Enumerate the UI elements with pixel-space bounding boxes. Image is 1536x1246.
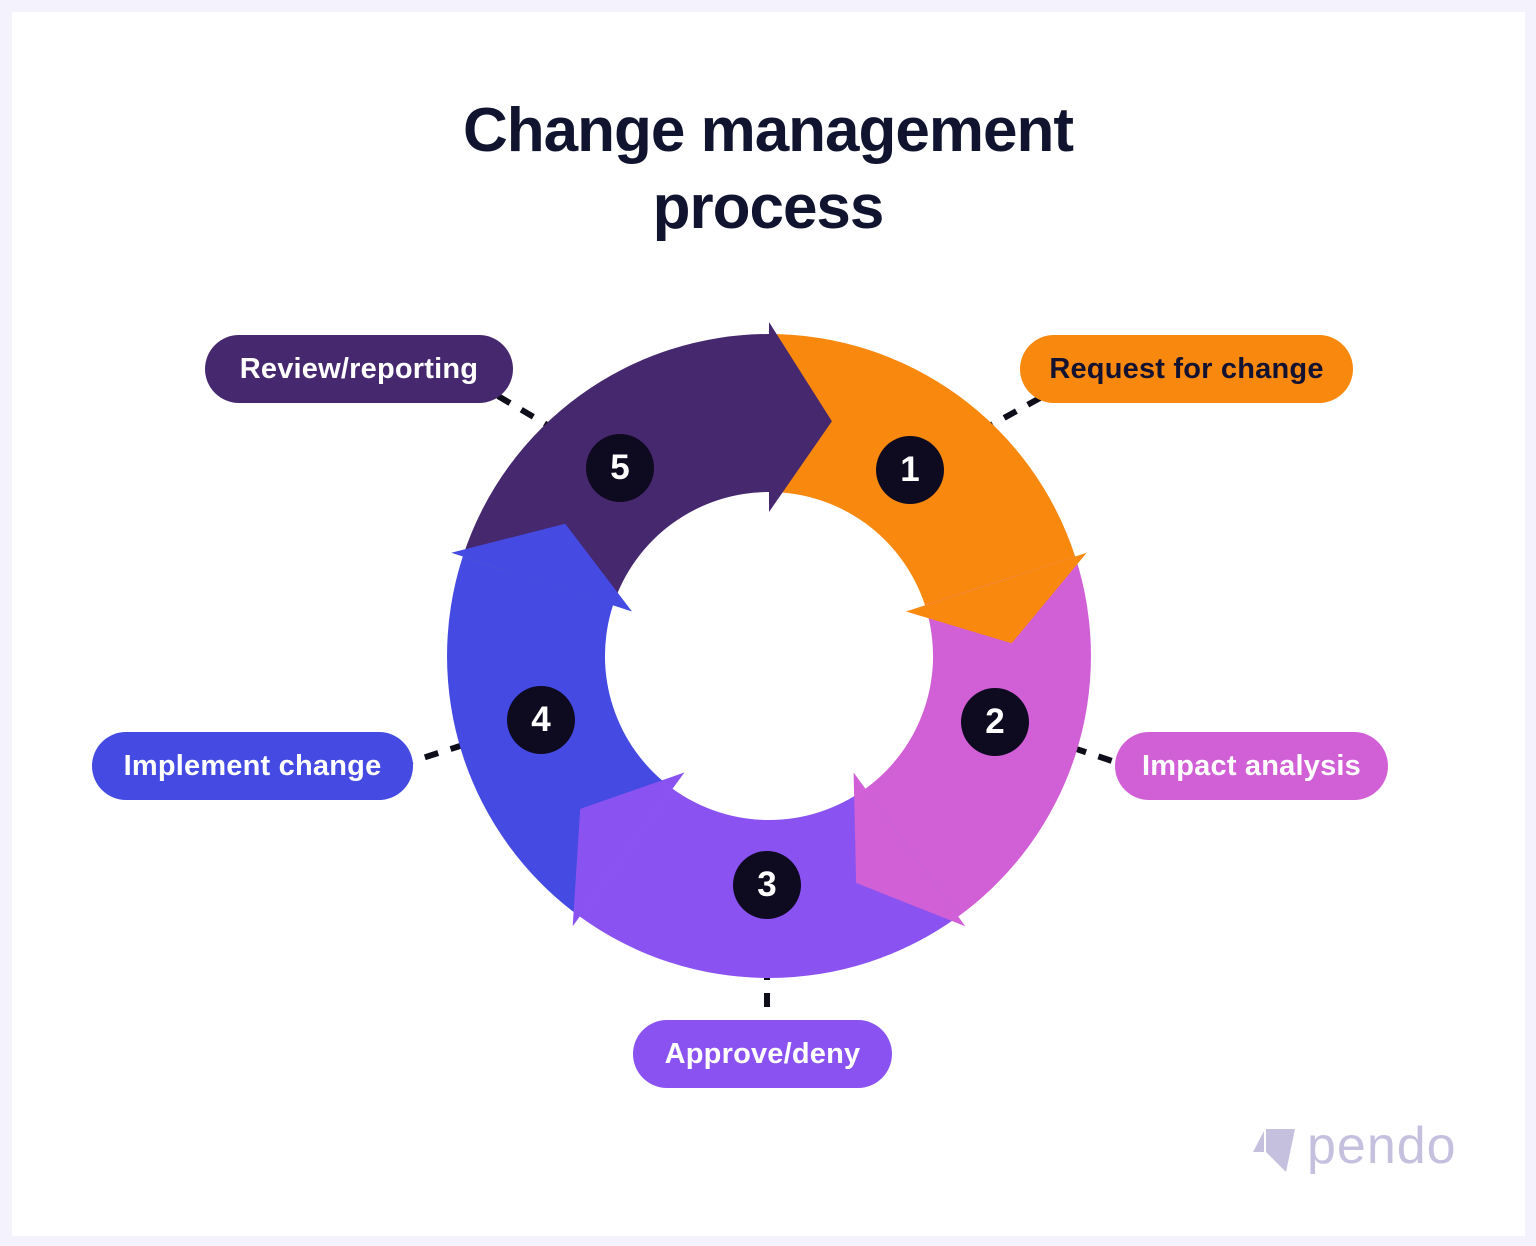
step-3-label-pill: Approve/deny [633, 1020, 892, 1088]
step-5-number-badge: 5 [586, 434, 654, 502]
step-1-number: 1 [900, 450, 920, 489]
step-1-label: Request for change [1049, 352, 1324, 385]
step-2-label: Impact analysis [1142, 749, 1361, 782]
step-1-number-badge: 1 [876, 436, 944, 504]
step-2-connector-line [995, 719, 1128, 769]
pendo-logo: pendo [1250, 1120, 1457, 1180]
step-4-number-badge: 4 [507, 686, 575, 754]
step-1-arrowhead [906, 552, 1087, 644]
step-4-label: Implement change [123, 749, 382, 782]
page-title: Change management process [0, 92, 1536, 246]
step-4-number: 4 [531, 700, 551, 739]
step-3-number: 3 [757, 865, 777, 904]
step-3-arrowhead [572, 772, 685, 927]
step-2-number: 2 [985, 702, 1005, 741]
step-5-arrowhead [769, 322, 832, 512]
step-3-label: Approve/deny [664, 1037, 861, 1070]
step-4-connector-line [403, 717, 542, 767]
step-5-label: Review/reporting [239, 352, 479, 385]
page-title-line2: process [652, 173, 885, 242]
step-2-number-badge: 2 [961, 688, 1029, 756]
pendo-flag-icon [1253, 1129, 1295, 1172]
step-3-number-badge: 3 [733, 851, 801, 919]
page-title-line1: Change management [462, 96, 1074, 165]
step-1-label-pill: Request for change [1020, 335, 1353, 403]
step-4-arrowhead [451, 523, 632, 612]
step-2-label-pill: Impact analysis [1115, 732, 1388, 800]
step-5-number: 5 [610, 448, 630, 487]
step-4-label-pill: Implement change [92, 732, 413, 800]
step-5-label-pill: Review/reporting [205, 335, 513, 403]
pendo-logo-text: pendo [1307, 1117, 1457, 1175]
step-2-arrowhead [853, 772, 966, 927]
